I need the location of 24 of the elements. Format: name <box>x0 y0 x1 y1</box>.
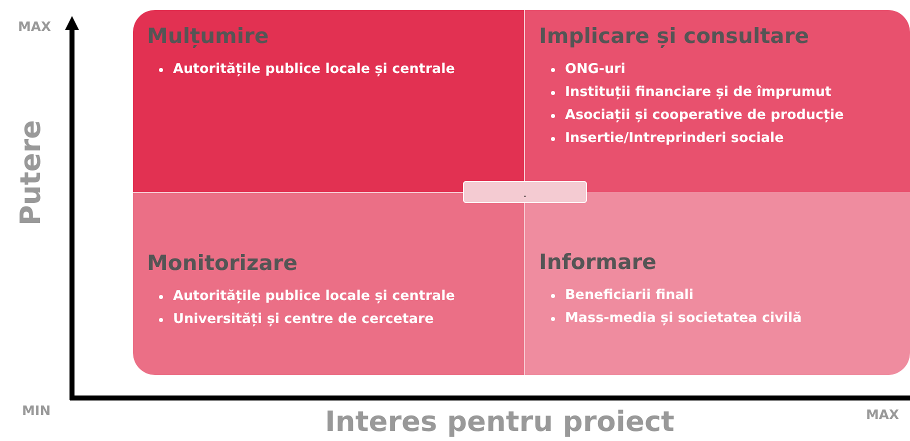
bullet-item: Autoritățile publice locale și centrale <box>173 60 455 79</box>
bullet-item: Mass-media și societatea civilă <box>565 309 802 328</box>
quadrant-panel <box>133 10 524 192</box>
bullet-item: Insertie/Intreprinderi sociale <box>565 129 784 148</box>
quadrant-heading: Mulțumire <box>147 24 269 48</box>
bullet-item: Beneficiarii finali <box>565 286 694 305</box>
tab-mark: . <box>523 189 527 200</box>
center-tab <box>463 181 587 203</box>
quadrant-panel <box>133 192 524 375</box>
quadrant-heading: Implicare și consultare <box>539 24 809 48</box>
bullet-item: ONG-uri <box>565 60 626 79</box>
bullet-item: Autoritățile publice locale și centrale <box>173 287 455 306</box>
quadrant-panel <box>524 10 910 192</box>
quadrant-panel <box>524 192 910 375</box>
bullet-item: Asociații și cooperative de producție <box>565 106 844 125</box>
axis-min-label: MIN <box>22 404 51 419</box>
axis-max-label: MAX <box>866 408 900 423</box>
axis-title: Interes pentru proiect <box>325 405 674 438</box>
bullet-item: Instituții financiare și de împrumut <box>565 83 832 102</box>
axis-title: Putere <box>14 120 47 226</box>
quadrant-heading: Monitorizare <box>147 251 298 275</box>
axis-max-label: MAX <box>18 20 52 35</box>
quadrant-heading: Informare <box>539 250 656 274</box>
bullet-item: Universități și centre de cercetare <box>173 310 434 329</box>
